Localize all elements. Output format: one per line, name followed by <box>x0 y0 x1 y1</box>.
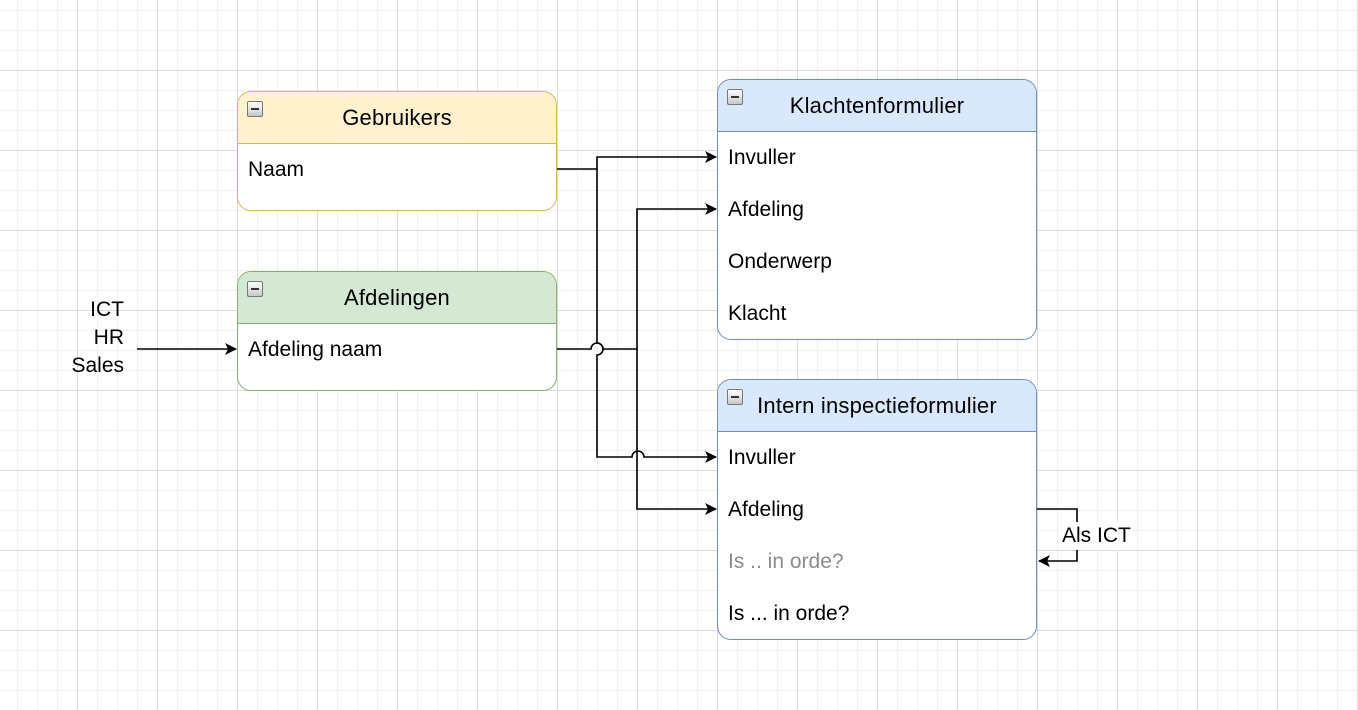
field-klacht[interactable]: Klacht <box>728 302 787 325</box>
collapse-icon[interactable] <box>727 89 743 105</box>
entity-gebruikers[interactable]: Gebruikers Naam <box>237 91 557 211</box>
entity-inspectieformulier-title: Intern inspectieformulier <box>757 393 997 418</box>
entity-gebruikers-title: Gebruikers <box>342 105 452 130</box>
field-afdeling[interactable]: Afdeling <box>728 198 804 221</box>
field-invuller[interactable]: Invuller <box>728 146 796 169</box>
field-naam[interactable]: Naam <box>248 158 305 181</box>
edge-naam-to-inspectie-invuller <box>596 169 717 463</box>
edge-afdeling-to-inspectie-afdeling <box>636 349 717 515</box>
field-invuller[interactable]: Invuller <box>728 446 796 469</box>
field-onderwerp[interactable]: Onderwerp <box>728 250 832 273</box>
edge-naam-to-klacht-invuller <box>557 151 717 170</box>
entity-afdelingen[interactable]: Afdelingen Afdeling naam <box>237 271 557 391</box>
entity-klachtenformulier[interactable]: Klachtenformulier Invuller Afdeling Onde… <box>717 79 1037 340</box>
edge-afdeling-to-klacht-afdeling <box>557 203 717 350</box>
field-afdeling[interactable]: Afdeling <box>728 498 804 521</box>
department-ict: ICT <box>90 298 124 321</box>
field-is-in-orde-2[interactable]: Is ... in orde? <box>728 602 850 625</box>
edge-label-als-ict: Als ICT <box>1061 522 1132 550</box>
entity-inspectieformulier-header: Intern inspectieformulier <box>718 380 1036 432</box>
collapse-icon[interactable] <box>247 101 263 117</box>
collapse-icon[interactable] <box>247 281 263 297</box>
field-afdeling-naam[interactable]: Afdeling naam <box>248 338 383 361</box>
entity-inspectieformulier[interactable]: Intern inspectieformulier Invuller Afdel… <box>717 379 1037 640</box>
department-hr: HR <box>93 326 124 349</box>
entity-afdelingen-header: Afdelingen <box>238 272 556 324</box>
entity-gebruikers-header: Gebruikers <box>238 92 556 144</box>
entity-afdelingen-title: Afdelingen <box>344 285 450 310</box>
entity-klachtenformulier-header: Klachtenformulier <box>718 80 1036 132</box>
departments-list: ICT HR Sales <box>71 296 124 380</box>
field-is-in-orde-1[interactable]: Is .. in orde? <box>728 550 844 573</box>
entity-klachtenformulier-title: Klachtenformulier <box>789 93 965 118</box>
department-sales: Sales <box>71 354 124 377</box>
collapse-icon[interactable] <box>727 389 743 405</box>
